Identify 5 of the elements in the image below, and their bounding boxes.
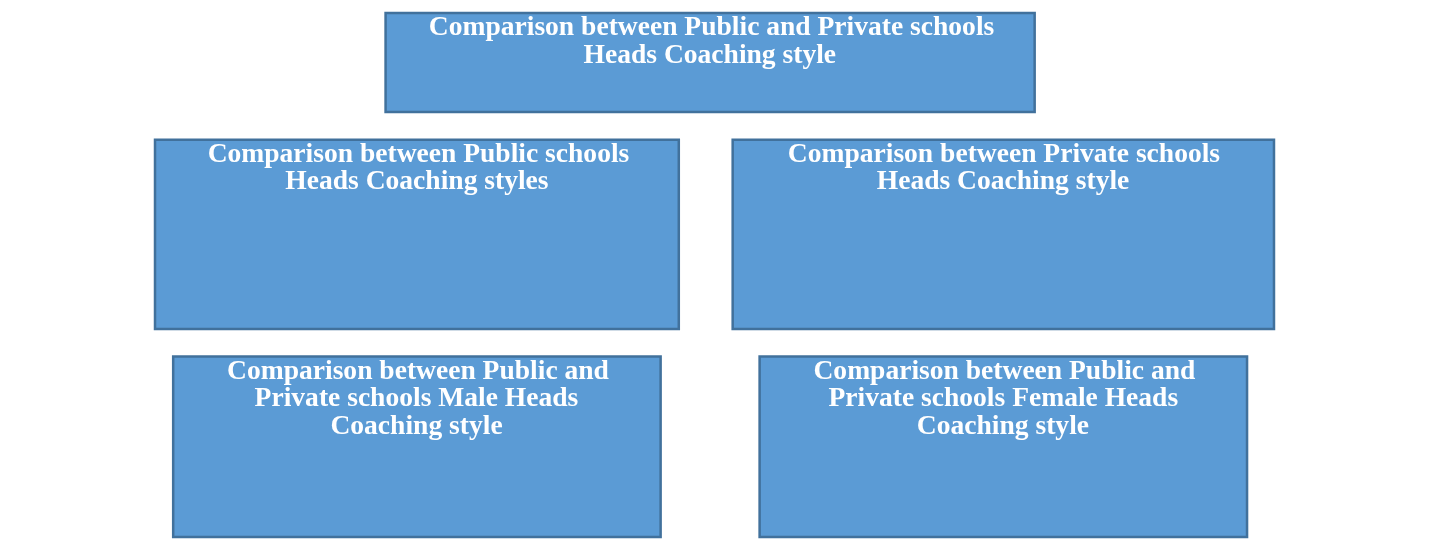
node-box: Comparison between Private schools Heads Coaching style — [731, 138, 1276, 331]
node-box: Comparison between Public and Private schools Heads Coaching style — [384, 11, 1036, 114]
node-box: Comparison between Public and Private schools Male Heads Coaching style — [171, 355, 662, 539]
node-box: Comparison between Public and Private schools Female Heads Coaching style — [758, 355, 1249, 539]
node-box: Comparison between Public schools Heads Coaching styles — [153, 138, 681, 331]
